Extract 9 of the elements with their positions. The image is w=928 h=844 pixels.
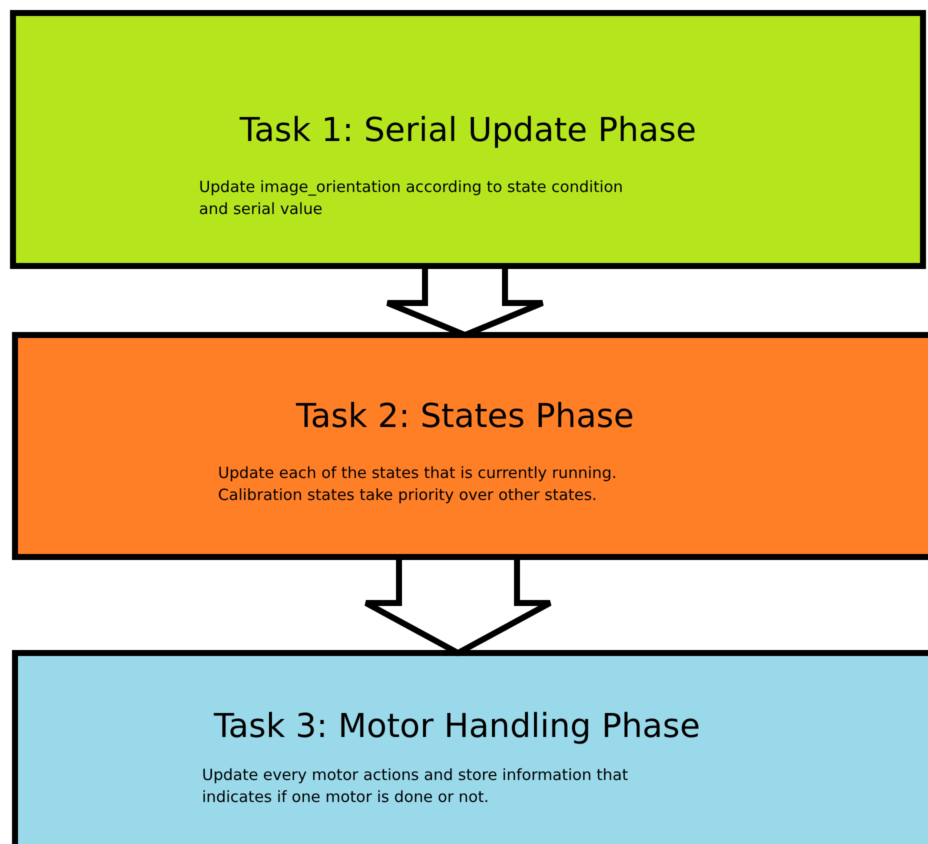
box-title: Task 3: Motor Handling Phase <box>214 706 700 745</box>
box-description: Update image_orientation according to state condition and serial value <box>199 177 624 220</box>
process-box <box>12 332 928 560</box>
process-box <box>12 650 928 844</box>
process-box <box>10 10 926 269</box>
box-title: Task 2: States Phase <box>296 396 634 435</box>
box-description: Update every motor actions and store information that indicates if one motor is done or not. <box>202 765 630 808</box>
box-description: Update each of the states that is currently running. Calibration states take priority over other states. <box>218 463 618 506</box>
box-title: Task 1: Serial Update Phase <box>240 110 696 149</box>
